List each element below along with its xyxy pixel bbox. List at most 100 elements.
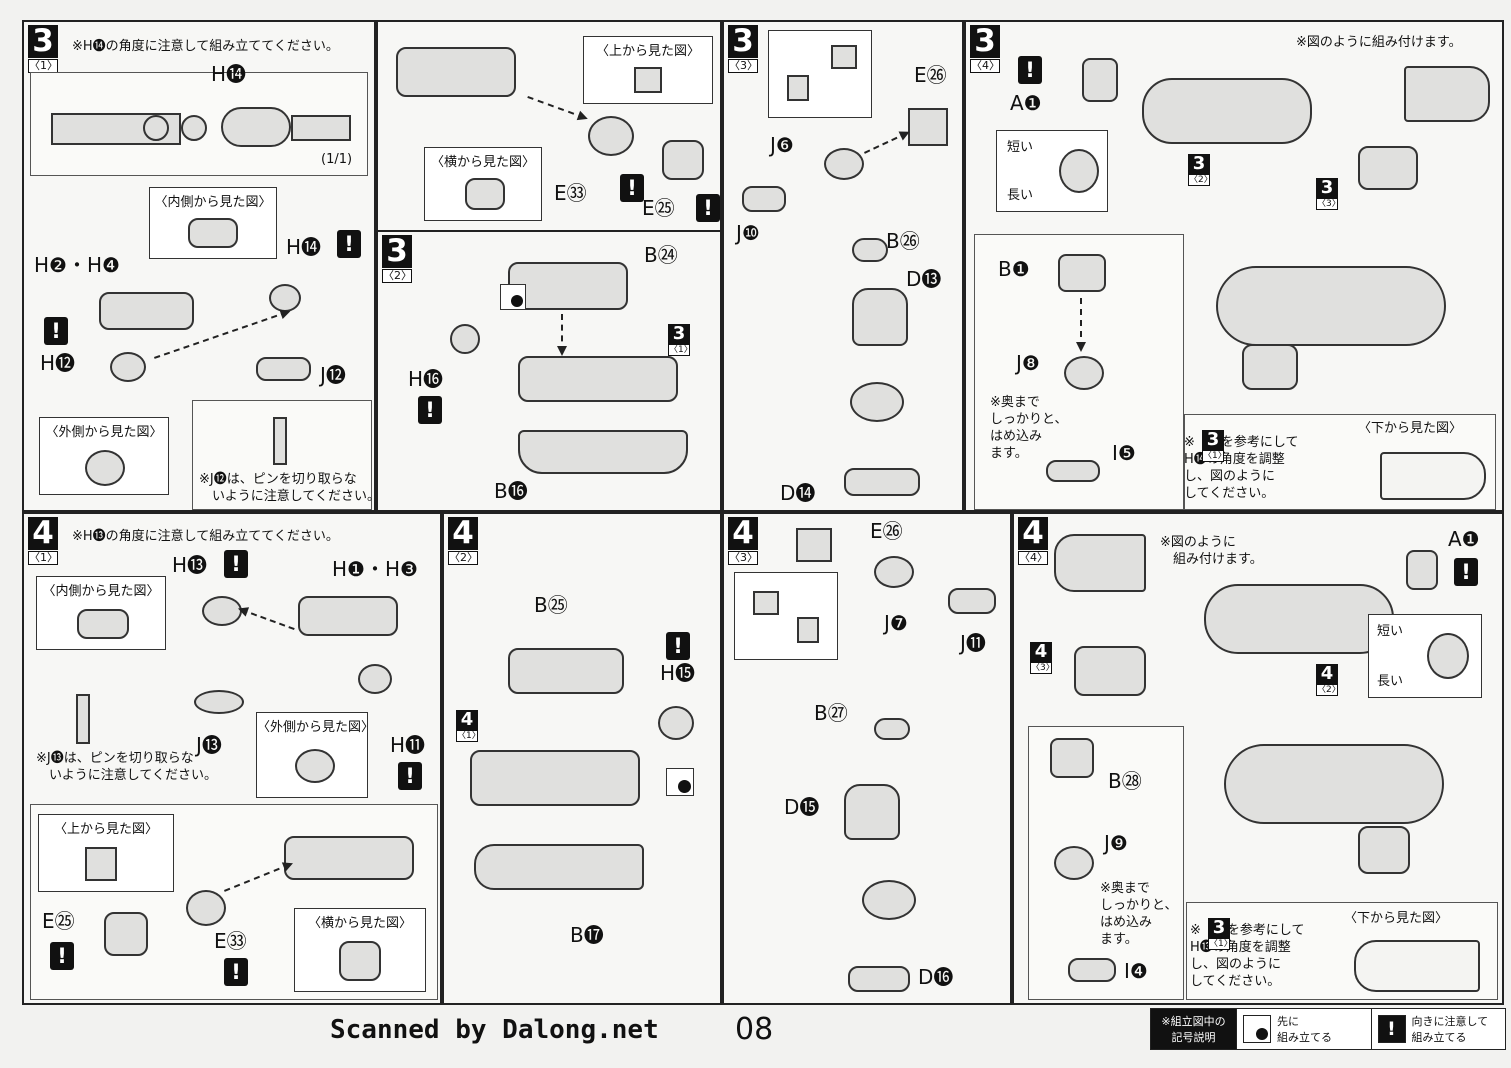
part-label-b17: B⓱ [570, 923, 604, 947]
step-badge: 4〈2〉 [448, 515, 478, 565]
warning-icon: ! [620, 174, 644, 202]
warning-icon: ! [696, 194, 720, 222]
legend-item-pre-assemble: 先に 組み立てる [1236, 1009, 1371, 1049]
step-badge: 3〈4〉 [970, 23, 1000, 73]
hand-part [1242, 344, 1298, 390]
arm-assembly [518, 356, 678, 402]
part-label-j11: J⓫ [960, 631, 986, 655]
joint-part [787, 75, 809, 101]
warning-icon: ! [50, 942, 74, 970]
part-label-e33: E㉝ [554, 181, 587, 205]
adjust-note: ※ を参考にして H⓮の角度を調整 し、図のように してください。 [1184, 435, 1299, 501]
joint-assembly [850, 382, 904, 422]
part-label-b26: B㉖ [886, 229, 920, 253]
j12-part [256, 357, 311, 381]
step-note: ※図のように組み付けます。 [1296, 35, 1462, 50]
arm-assembly [1142, 78, 1312, 144]
part-label-h2-h4: H❷・H❹ [34, 253, 120, 277]
part-label-e25: E㉕ [42, 909, 75, 933]
page-ratio: (1/1) [321, 152, 353, 167]
a1-part [1082, 58, 1118, 102]
part-label-i4: I❹ [1124, 959, 1148, 983]
part-label-j8: J❽ [1016, 351, 1040, 375]
warning-icon: ! [224, 550, 248, 578]
warning-icon: ! [398, 762, 422, 790]
j10-part [742, 186, 786, 212]
h11-part [358, 664, 392, 694]
legend-item-orientation: ! 向きに注意して 組み立てる [1370, 1009, 1505, 1049]
arm-end-part [1404, 66, 1490, 122]
arm-part [298, 596, 398, 636]
e33-part [339, 941, 381, 981]
part-label-j13: J⓭ [196, 733, 222, 757]
j7-part [874, 556, 914, 588]
part-label-h11: H⓫ [390, 733, 426, 757]
arm-part [99, 292, 194, 330]
part-label-b25: B㉕ [534, 593, 568, 617]
joint-end [291, 115, 351, 141]
part-label-e25: E㉕ [642, 196, 675, 220]
step-4-1-panel: 4〈1〉 ※H⓭の角度に注意して組み立ててください。 H⓭ ! H❶・H❸ 〈内… [22, 512, 442, 1005]
bottom-view-label: 〈下から見た図〉 [1344, 911, 1449, 926]
step-3-3-panel: 3〈3〉 E㉖ J❻ J❿ B㉖ D⓭ D⓮ [722, 20, 964, 512]
part-label-h14: H⓮ [286, 235, 322, 259]
step-3-1-panel: 3〈1〉 ※H⓮の角度に注意して組み立ててください。 H⓮ (1/1) 〈内側か… [22, 20, 380, 512]
assembly-arrow [1080, 298, 1082, 348]
step-3-4-panel: 3〈4〉 ※図のように組み付けます。 ! A❶ 短い 長い 3〈2〉 3〈3〉 … [964, 20, 1504, 512]
h12-part [110, 352, 146, 382]
bottom-view-label: 〈下から見た図〉 [1358, 421, 1463, 436]
assembly-arrow [241, 608, 295, 630]
h13-part [202, 596, 242, 626]
short-long-detail: 短い 長い [1368, 614, 1482, 698]
part-label-j12: J⓬ [320, 363, 346, 387]
view-inner: 〈内側から見た図〉 [36, 576, 166, 650]
bottom-view-part [1380, 452, 1486, 500]
runner-diagram: H⓮ (1/1) [30, 63, 368, 176]
arm-assembly [396, 47, 516, 97]
ref-step-badge: 4〈2〉 [1316, 663, 1341, 696]
e33-part [186, 890, 226, 926]
arm-assembly [1224, 744, 1444, 824]
joint-part [77, 609, 129, 639]
step-3-1-continued-panel: 〈上から見た図〉 〈横から見た図〉 E㉝ ! E㉕ ! [376, 20, 722, 232]
a1-part [1059, 149, 1099, 193]
part-label-e26: E㉖ [870, 519, 903, 543]
step-badge: 4〈4〉 [1018, 515, 1048, 565]
j6-part [824, 148, 864, 180]
view-side: 〈横から見た図〉 [424, 147, 542, 221]
part-label-h14: H⓮ [211, 62, 247, 86]
step-note: ※H⓭の角度に注意して組み立ててください。 [72, 529, 339, 544]
part-label-b16: B⓰ [494, 479, 528, 503]
part-label-h15: H⓯ [660, 661, 696, 685]
b1-part [1058, 254, 1106, 292]
pin-note: ※J⓭は、ピンを切り取らな いように注意してください。 [36, 751, 217, 783]
d14-part [844, 468, 920, 496]
j8-part [1064, 356, 1104, 390]
part-label-a1: A❶ [1448, 527, 1480, 551]
joint-part [221, 107, 291, 147]
warning-icon: ! [224, 958, 248, 986]
part-label-h1-h3: H❶・H❸ [332, 557, 418, 581]
step-4-2-panel: 4〈2〉 B㉕ ! H⓯ 4〈1〉 B⓱ [442, 512, 722, 1005]
peg-part [753, 591, 779, 615]
view-outer: 〈外側から見た図〉 [256, 712, 374, 798]
hand-part [1074, 646, 1146, 696]
pin-part [273, 417, 287, 465]
instruction-page: 3〈1〉 ※H⓮の角度に注意して組み立ててください。 H⓮ (1/1) 〈内側か… [22, 20, 1504, 1005]
joint-part [85, 450, 125, 486]
part-label-d14: D⓮ [780, 481, 816, 505]
arm-end-part [1054, 534, 1146, 592]
ref-step-badge: 3〈1〉 [668, 323, 693, 356]
part-label-e26: E㉖ [914, 63, 947, 87]
e33-part [465, 178, 505, 210]
part-label-d16: D⓰ [918, 965, 954, 989]
j9-part [1054, 846, 1094, 880]
e25-part [85, 847, 117, 881]
part-label-e33: E㉝ [214, 929, 247, 953]
scan-credit: Scanned by Dalong.net [330, 1015, 659, 1045]
ref-step-badge: 4〈3〉 [1030, 641, 1055, 674]
arm-assembly [284, 836, 414, 880]
part-label-d13: D⓭ [906, 267, 942, 291]
pin-detail: ※J⓬は、ピンを切り取らな いように注意してください。 [192, 400, 380, 510]
b25-part [508, 648, 624, 694]
